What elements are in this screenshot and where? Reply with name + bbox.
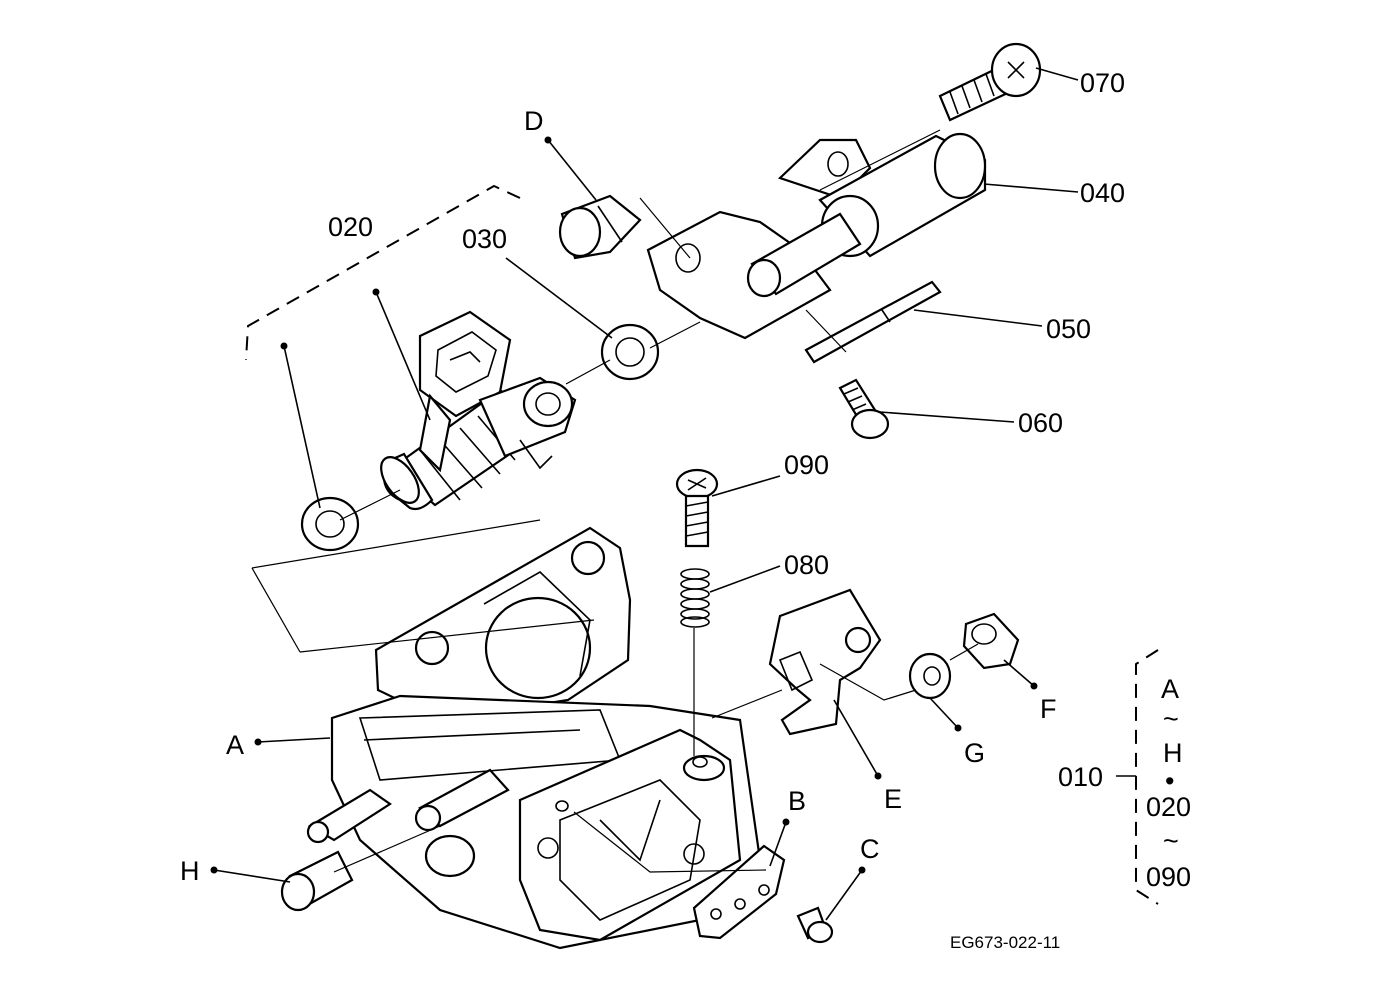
label-c: C bbox=[860, 834, 880, 864]
label-h: H bbox=[180, 856, 200, 886]
group-tilde-2: ~ bbox=[1163, 826, 1179, 856]
label-060: 060 bbox=[1018, 408, 1063, 438]
group-to-part: 090 bbox=[1146, 862, 1191, 892]
solenoid-040 bbox=[746, 132, 987, 298]
group-from-letter: A bbox=[1161, 674, 1179, 704]
screw-090 bbox=[675, 468, 719, 548]
fuel-injector bbox=[380, 310, 577, 511]
label-020: 020 bbox=[328, 212, 373, 242]
nut-f bbox=[962, 612, 1020, 670]
group-tilde-1: ~ bbox=[1163, 704, 1179, 734]
leaders bbox=[210, 67, 1079, 921]
label-g: G bbox=[964, 738, 985, 768]
label-040: 040 bbox=[1080, 178, 1125, 208]
screw-c bbox=[796, 906, 834, 944]
screw-070 bbox=[938, 42, 1042, 122]
group-to-letter: H bbox=[1163, 738, 1183, 768]
label-b: B bbox=[788, 786, 806, 816]
assembly-lines bbox=[251, 129, 979, 873]
o-ring-030 bbox=[600, 323, 660, 381]
group-020-dashed-bracket bbox=[245, 184, 521, 361]
label-090: 090 bbox=[784, 450, 829, 480]
part-labels: 070 040 050 060 090 080 020 030 010 D A … bbox=[180, 68, 1191, 952]
group-bullet: • bbox=[1165, 766, 1174, 796]
label-f: F bbox=[1040, 694, 1057, 724]
label-010: 010 bbox=[1058, 762, 1103, 792]
spring-080 bbox=[680, 568, 710, 628]
cap-d bbox=[558, 194, 642, 260]
group-010-brace bbox=[1116, 649, 1159, 905]
label-030: 030 bbox=[462, 224, 507, 254]
drawing-code: EG673-022-11 bbox=[950, 933, 1060, 952]
label-e: E bbox=[884, 784, 902, 814]
label-050: 050 bbox=[1046, 314, 1091, 344]
mounting-bracket bbox=[646, 138, 872, 340]
group-from-part: 020 bbox=[1146, 792, 1191, 822]
screw-060 bbox=[838, 378, 890, 440]
o-ring-lower bbox=[300, 496, 360, 552]
plate-050 bbox=[804, 280, 942, 364]
label-d: D bbox=[524, 106, 544, 136]
cap-h bbox=[280, 850, 354, 912]
throttle-body-assembly bbox=[306, 526, 762, 950]
label-a: A bbox=[226, 730, 244, 760]
washer-g bbox=[908, 652, 952, 700]
label-070: 070 bbox=[1080, 68, 1125, 98]
lever-e bbox=[768, 588, 882, 736]
label-080: 080 bbox=[784, 550, 829, 580]
plate-b bbox=[692, 844, 786, 940]
